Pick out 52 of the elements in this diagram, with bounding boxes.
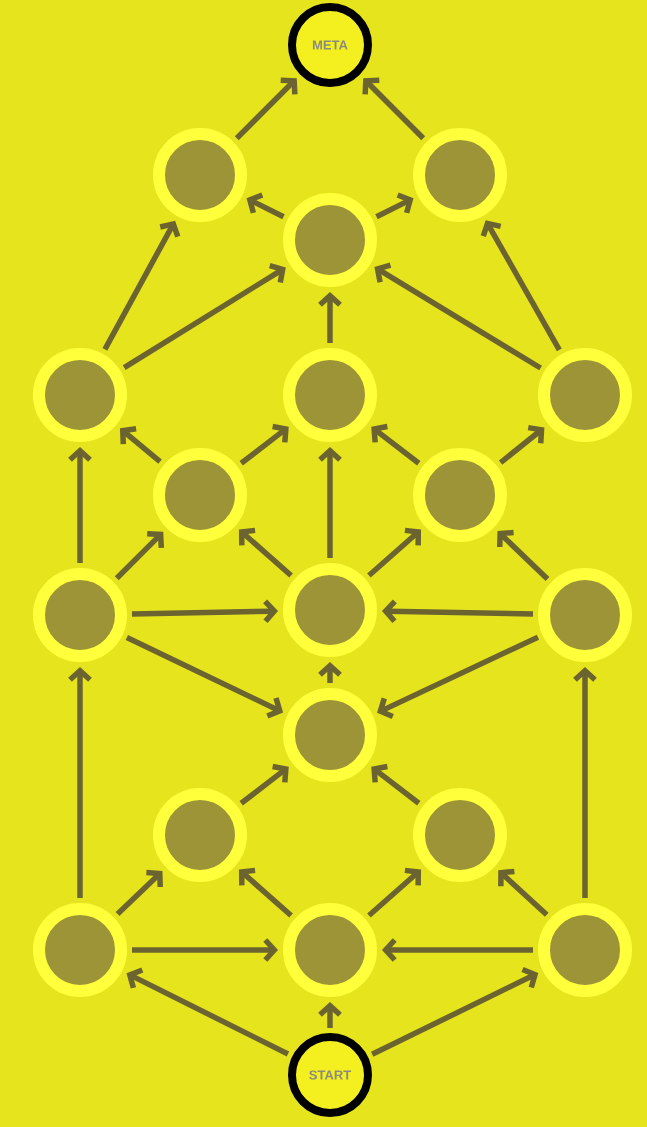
arrow — [498, 424, 545, 465]
arrow — [119, 426, 162, 464]
arrow — [114, 530, 165, 581]
step-circle — [33, 568, 127, 662]
arrow — [131, 599, 278, 624]
arrow — [375, 192, 414, 220]
arrow — [238, 867, 293, 918]
arrow — [239, 423, 289, 466]
arrow — [497, 529, 550, 581]
arrow — [122, 262, 286, 370]
arrow — [238, 527, 293, 578]
step-circle — [283, 563, 377, 657]
arrow — [480, 220, 562, 352]
step-circle — [538, 348, 632, 442]
arrow — [377, 634, 540, 720]
arrow — [68, 667, 92, 898]
step-circle — [153, 448, 247, 542]
arrow — [115, 869, 163, 916]
step-circle — [33, 348, 127, 442]
step-circle — [283, 688, 377, 782]
arrow — [381, 599, 534, 624]
step-circle — [538, 568, 632, 662]
step-circle — [153, 128, 247, 222]
arrow — [371, 966, 539, 1057]
arrow — [498, 868, 549, 917]
arrow — [382, 938, 533, 962]
step-circle — [538, 903, 632, 997]
arrow — [318, 292, 342, 343]
step-circle — [413, 788, 507, 882]
step-circle — [153, 788, 247, 882]
arrow — [125, 635, 284, 719]
arrow — [126, 967, 290, 1057]
arrow — [318, 447, 342, 558]
arrow — [367, 527, 422, 578]
arrow — [367, 867, 422, 918]
arrow — [234, 77, 298, 141]
step-circle — [283, 348, 377, 442]
arrow — [371, 423, 421, 466]
step-circle — [283, 903, 377, 997]
arrow — [239, 763, 289, 806]
step-circle — [413, 128, 507, 222]
arrow — [374, 262, 542, 371]
arrow — [371, 763, 421, 806]
step-circle — [283, 193, 377, 287]
arrow — [246, 192, 285, 220]
step-circle — [413, 448, 507, 542]
arrow — [573, 667, 597, 898]
arrow — [362, 77, 426, 141]
step-circle — [33, 903, 127, 997]
arrow — [68, 447, 92, 563]
arrow — [102, 220, 181, 351]
arrow — [132, 938, 278, 962]
